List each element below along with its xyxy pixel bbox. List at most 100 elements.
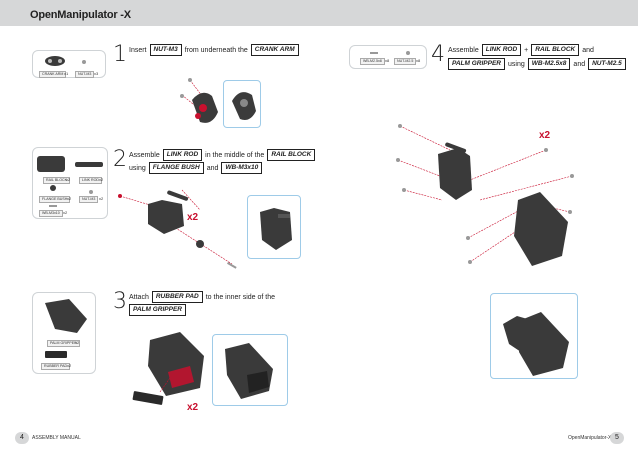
gripper-assembly-result-icon	[503, 312, 569, 376]
part-tag-pad: RUBBER PAD	[41, 363, 71, 370]
screws-and-nuts	[396, 124, 574, 264]
part-tag-flange: FLANGE BUSH	[39, 196, 71, 203]
instruction-text: and	[582, 46, 594, 54]
palm-gripper-result-icon	[225, 343, 273, 399]
part-tag-palm: PALM GRIPPER	[47, 340, 80, 347]
part-qty: x2	[66, 177, 71, 182]
part-qty: x2	[63, 210, 68, 215]
part-tag-screw: WB-M3x10	[39, 210, 63, 217]
instruction-text: +	[524, 46, 529, 54]
part-label: NUT-M3	[149, 44, 182, 56]
step4-multiplier: x2	[539, 130, 551, 141]
step3-result-frame	[212, 334, 288, 406]
instruction-text: using	[129, 164, 146, 172]
step4-parts-box: WB-M2.5x8 x8 NUT-M2.5 x8	[349, 45, 427, 69]
part-label: PALM GRIPPER	[129, 304, 186, 316]
part-tag-screw: WB-M2.5x8	[360, 58, 385, 65]
step-number-4: 4	[431, 42, 445, 67]
step1-instruction: Insert NUT-M3 from underneath the CRANK …	[129, 44, 299, 56]
rail-block-part-icon	[37, 156, 65, 172]
footer-left-text: ASSEMBLY MANUAL	[32, 435, 81, 441]
step2-instruction-line2: using FLANGE BUSH and WB-M3x10	[129, 162, 263, 174]
link-rod-exploded	[445, 142, 467, 153]
instruction-text: using	[508, 60, 525, 68]
part-label: NUT-M2.5	[588, 58, 626, 70]
instruction-text: from underneath the	[184, 46, 248, 54]
part-qty: x2	[67, 196, 72, 201]
step2-multiplier: x2	[187, 212, 199, 223]
part-tag-nut: NUT-M3	[79, 196, 99, 203]
part-tag-nut: NUT-M3	[75, 71, 95, 78]
instruction-text: in the middle of the	[205, 151, 265, 159]
step4-instruction-line2: PALM GRIPPER using WB-M2.5x8 and NUT-M2.…	[448, 58, 626, 70]
step3-instruction-line2: PALM GRIPPER	[129, 304, 186, 316]
instruction-text: to the inner side of the	[205, 293, 275, 301]
part-qty: x8	[385, 58, 390, 63]
part-tag-crank: CRANK ARM	[39, 71, 67, 78]
step1-result-frame	[223, 80, 261, 128]
rail-block-result-icon	[260, 208, 292, 250]
flange-bush-exploded	[196, 240, 204, 248]
crank-arm-exploded	[180, 78, 218, 123]
step3-multiplier: x2	[187, 402, 199, 413]
part-label: CRANK ARM	[250, 44, 299, 56]
part-tag-link: LINK ROD	[79, 177, 102, 184]
part-qty: x2	[99, 177, 104, 182]
screw-part-icon	[370, 52, 378, 54]
step4-instruction-line1: Assemble LINK ROD + RAIL BLOCK and	[448, 44, 594, 56]
step-number-2: 2	[113, 147, 127, 172]
step1-parts-box: CRANK ARM x1 NUT-M3 x3	[32, 50, 106, 78]
rubber-pad-exploded	[132, 391, 164, 405]
part-label: WB-M2.5x8	[527, 58, 571, 70]
part-qty: x3	[94, 71, 99, 76]
part-label: RAIL BLOCK	[267, 149, 316, 161]
step2-instruction-line1: Assemble LINK ROD in the middle of the R…	[129, 149, 316, 161]
step2-result-frame	[247, 195, 301, 259]
link-rod-part-icon	[75, 162, 103, 167]
header-bar: OpenManipulator -X	[0, 0, 638, 26]
page-number-right: 5	[610, 432, 624, 444]
part-label: LINK ROD	[162, 149, 203, 161]
instruction-text: and	[573, 60, 586, 68]
palm-gripper-part-icon	[45, 299, 87, 333]
part-label: RUBBER PAD	[151, 291, 203, 303]
step2-parts-icons	[37, 156, 103, 207]
part-qty: x2	[75, 340, 80, 345]
part-qty: x1	[64, 71, 69, 76]
part-label: FLANGE BUSH	[148, 162, 204, 174]
brand-title: OpenManipulator -X	[30, 9, 131, 21]
part-tag-rail: RAIL BLOCK	[43, 177, 71, 184]
step-number-1: 1	[113, 42, 127, 67]
part-qty: x2	[99, 196, 104, 201]
instruction-text: Insert	[129, 46, 147, 54]
page-number-left: 4	[15, 432, 29, 444]
nut-part-icon	[82, 60, 86, 64]
step3-instruction-line1: Attach RUBBER PAD to the inner side of t…	[129, 291, 275, 303]
instruction-text: Attach	[129, 293, 149, 301]
assembly-guide-lines	[397, 125, 573, 263]
part-qty: x8	[416, 58, 421, 63]
rubber-pad-part-icon	[45, 351, 67, 358]
screw-part-icon	[49, 205, 57, 207]
step3-parts-box: PALM GRIPPER x2 RUBBER PAD x2	[32, 292, 96, 374]
instruction-text: and	[206, 164, 219, 172]
part-tag-nut: NUT-M2.5	[394, 58, 417, 65]
part-label: LINK ROD	[481, 44, 522, 56]
rail-block-exploded	[438, 148, 472, 200]
step-number-3: 3	[113, 289, 127, 314]
nut-part-icon	[406, 51, 410, 55]
step2-parts-box: RAIL BLOCK x2 LINK ROD x2 FLANGE BUSH x2…	[32, 147, 108, 219]
instruction-text: Assemble	[448, 46, 479, 54]
rail-block-exploded	[148, 200, 184, 234]
part-qty: x2	[67, 363, 72, 368]
step4-parts-icons	[370, 51, 410, 55]
link-rod-exploded	[167, 190, 189, 201]
step4-result-frame	[490, 293, 578, 379]
nut-part-icon	[89, 190, 93, 194]
footer-right-text: OpenManipulator-X	[568, 435, 612, 441]
part-label: PALM GRIPPER	[448, 58, 505, 70]
